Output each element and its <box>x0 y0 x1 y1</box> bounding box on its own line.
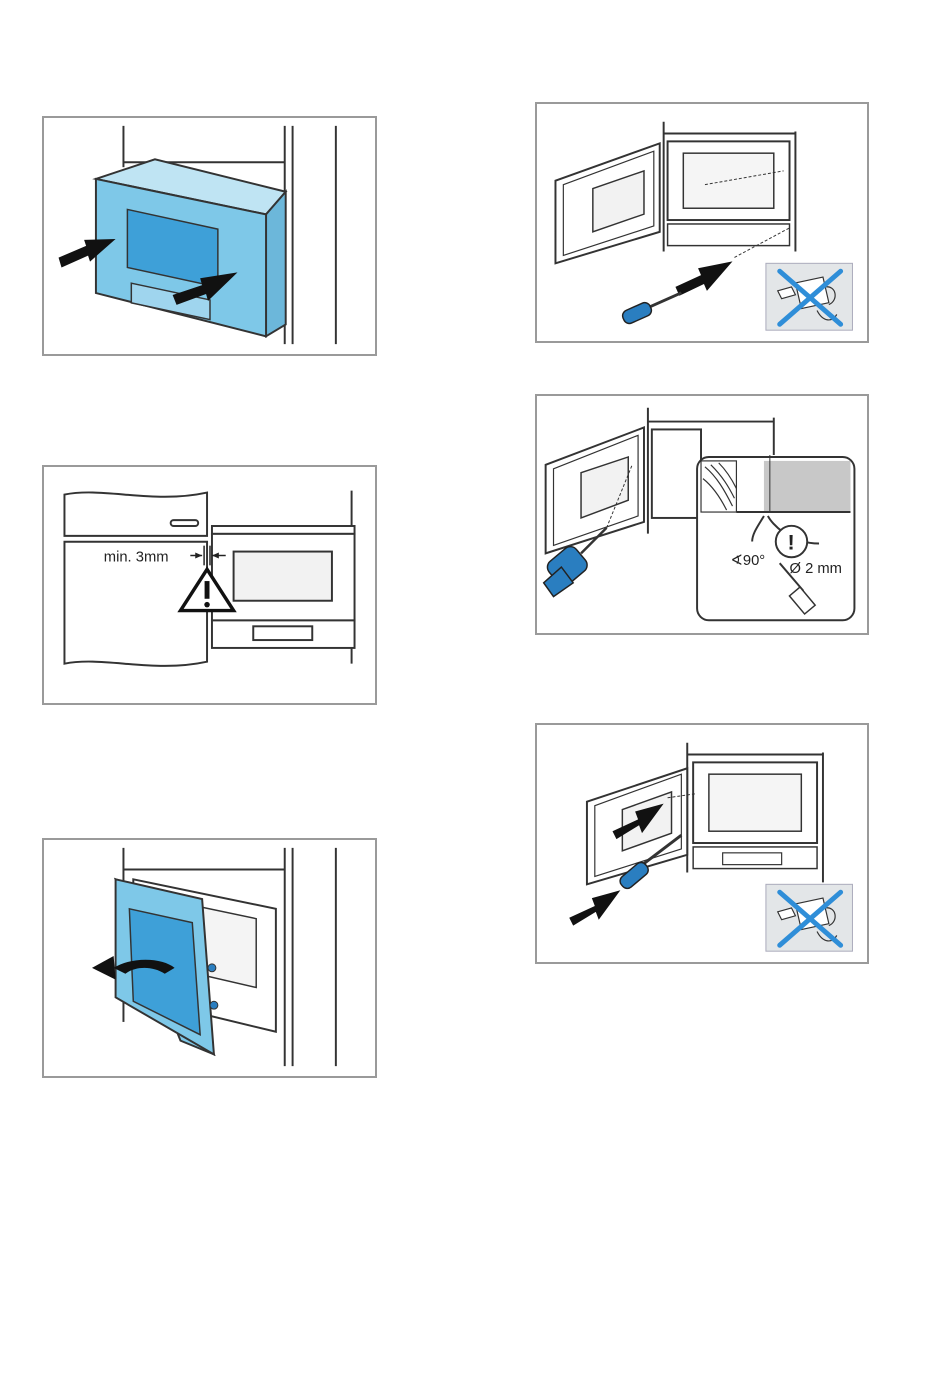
drill-pilot-hole-illustration: ! ∢90° Ø 2 mm <box>537 396 867 633</box>
screw-door-illustration <box>537 725 867 962</box>
minimum-gap-illustration: min. 3mm <box>44 467 375 703</box>
step-push-appliance-panel <box>42 116 377 356</box>
angle-label: ∢90° <box>731 553 766 569</box>
no-drill-icon <box>766 884 853 951</box>
step-screw-door-panel <box>535 723 869 964</box>
open-door-illustration <box>44 840 375 1076</box>
step-screw-bottom-panel <box>535 102 869 343</box>
step-drill-pilot-hole-panel: ! ∢90° Ø 2 mm <box>535 394 869 635</box>
notice-symbol: ! <box>788 529 795 554</box>
screwdriver-icon <box>621 293 682 326</box>
black-arrow-icon <box>569 890 620 925</box>
no-drill-icon <box>766 263 853 330</box>
diameter-label: Ø 2 mm <box>790 561 842 577</box>
screw-bottom-illustration <box>537 104 867 341</box>
gap-label: min. 3mm <box>104 549 169 565</box>
step-open-door-panel <box>42 838 377 1078</box>
black-arrow-icon <box>675 261 732 295</box>
step-minimum-gap-panel: min. 3mm <box>42 465 377 705</box>
push-appliance-illustration <box>44 118 375 354</box>
